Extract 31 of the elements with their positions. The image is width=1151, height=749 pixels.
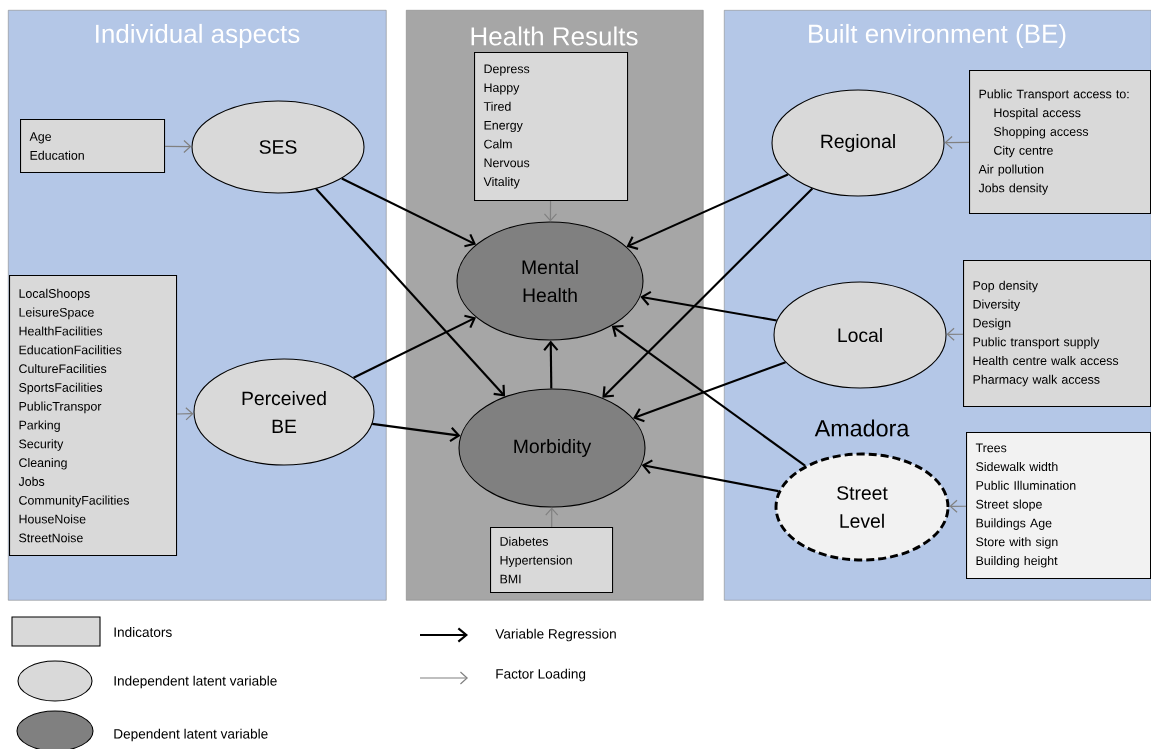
arrow	[611, 324, 806, 467]
arrow	[341, 177, 477, 248]
arrow	[164, 139, 192, 154]
indicator-box: LocalShoops LeisureSpace HealthFacilities EducationFacilities CultureFacilities SportsFacilities PublicTranspor Parking Security Cleaning Jobs CommunityFacilities HouseNoise StreetNoise	[9, 275, 178, 557]
indicator-box: Public Transport access to: Hospital access Shopping access City centre Air pollution Jobs density	[969, 70, 1151, 215]
arrow	[176, 407, 194, 421]
legend-label: Variable Regression	[495, 628, 616, 642]
arrow	[372, 422, 461, 442]
arrow	[640, 290, 777, 322]
arrow	[602, 187, 814, 398]
arrow	[353, 314, 477, 379]
arrow	[626, 173, 789, 250]
indicator-box: Diabetes Hypertension BMI	[490, 527, 614, 594]
indicator-box: Age Education	[20, 119, 166, 174]
place-label: Amadora	[814, 419, 910, 437]
arrow	[543, 340, 559, 389]
arrow	[641, 459, 779, 493]
arrow	[633, 361, 786, 423]
indicator-box: Depress Happy Tired Energy Calm Nervous Vitality	[474, 52, 629, 202]
arrow	[946, 327, 964, 341]
arrow	[545, 507, 559, 528]
arrow	[315, 188, 506, 397]
arrow	[543, 200, 558, 222]
legend-label: Dependent latent variable	[114, 728, 268, 742]
indicator-box: Trees Sidewalk width Public Illumination Street slope Buildings Age Store with sign Building height	[966, 432, 1151, 580]
arrow	[944, 135, 970, 150]
indicator-box: Pop density Diversity Design Public transport supply Health centre walk access Pharmacy walk access	[963, 260, 1151, 408]
legend-label: Independent latent variable	[114, 675, 277, 689]
legend-label: Factor Loading	[496, 668, 586, 682]
arrow	[949, 499, 967, 513]
legend-label: Indicators	[114, 627, 172, 637]
